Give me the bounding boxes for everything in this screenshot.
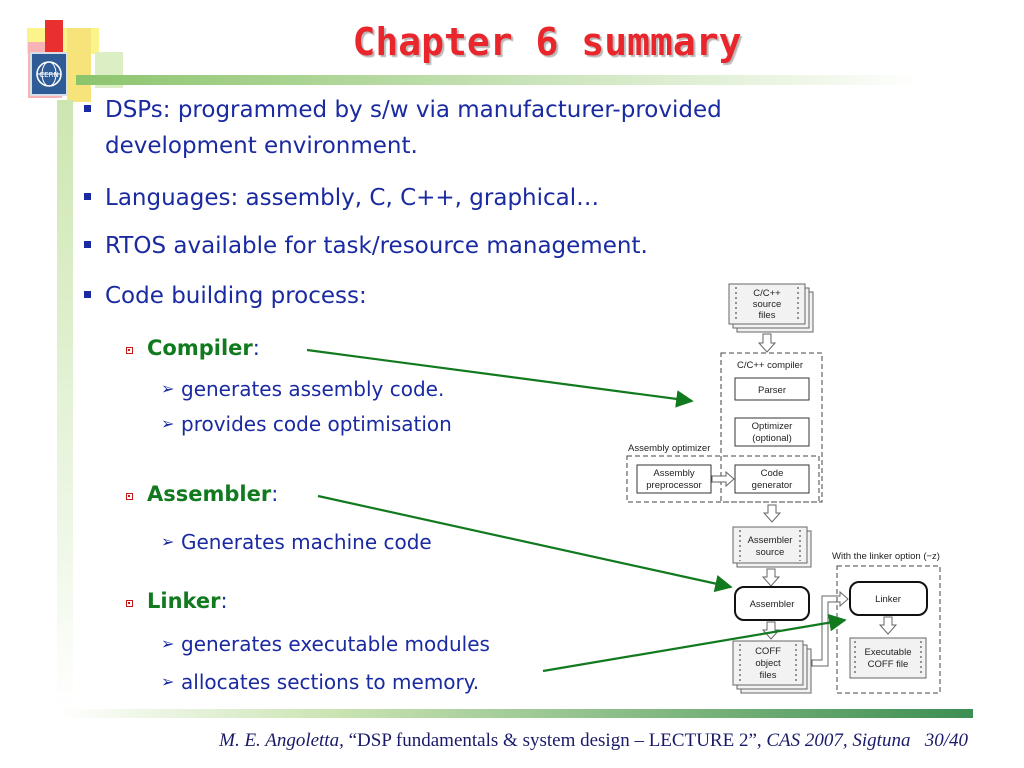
- parser-node: [734, 377, 810, 401]
- assembler-source-node: Assembler source: [732, 526, 812, 568]
- coff-object-label-2: object: [755, 658, 781, 669]
- svg-text:CERN: CERN: [39, 71, 58, 79]
- source-files-line1: C/C++: [753, 288, 781, 299]
- bullet-dsps: DSPs: programmed by s/w via manufacturer…: [84, 92, 722, 164]
- linker-option-label: With the linker option (−z): [832, 551, 940, 562]
- point-text: provides code optimisation: [181, 412, 452, 436]
- linker-keyword: Linker: [147, 589, 221, 613]
- assembler-point-1: ➢ Generates machine code: [161, 529, 432, 555]
- executable-label-1: Executable: [864, 647, 911, 658]
- coff-object-label-1: COFF: [755, 646, 781, 657]
- deco-yellow-square: [67, 28, 91, 102]
- cern-logo-icon: CERN: [30, 52, 68, 96]
- compiler-pointer-arrow: [306, 348, 694, 408]
- assembler-node: [734, 586, 810, 621]
- arrow-bullet-icon: ➢: [161, 414, 175, 433]
- compiler-point-2: ➢ provides code optimisation: [161, 411, 452, 437]
- flow-arrow-icon: [811, 590, 849, 667]
- flow-arrow-icon: [878, 616, 898, 635]
- flow-arrow-icon: [757, 333, 777, 353]
- flow-arrow-icon: [761, 621, 781, 640]
- hollow-square-bullet-icon: [126, 493, 133, 500]
- assembler-source-label-1: Assembler: [748, 535, 793, 546]
- bullet-text: Code building process:: [105, 283, 367, 309]
- sub-bullet-assembler: Assembler:: [126, 480, 279, 508]
- bullet-rtos: RTOS available for task/resource managem…: [84, 228, 648, 264]
- page-title: Chapter 6 summary: [352, 20, 742, 64]
- optimizer-node: [734, 417, 810, 447]
- bullet-text: Languages: assembly, C, C++, graphical…: [105, 185, 600, 211]
- footer-author: M. E. Angoletta,: [219, 730, 344, 751]
- source-files-node: C/C++ source files: [728, 283, 814, 333]
- assembler-keyword: Assembler: [147, 482, 272, 506]
- assembly-preprocessor-label-1: Assembly: [653, 468, 694, 479]
- arrow-bullet-icon: ➢: [161, 634, 175, 653]
- bullet-text: DSPs: programmed by s/w via manufacturer…: [105, 97, 722, 123]
- assembler-pointer-arrow: [317, 494, 733, 593]
- hollow-square-bullet-icon: [126, 600, 133, 607]
- title-underline-bar: [76, 75, 922, 85]
- optimizer-label-2: (optional): [752, 433, 792, 444]
- bullet-code-building: Code building process:: [84, 278, 367, 314]
- sub-bullet-linker: Linker:: [126, 587, 228, 615]
- linker-pointer-arrow: [542, 613, 847, 673]
- compiler-point-1: ➢ generates assembly code.: [161, 376, 445, 402]
- source-files-line2: source: [753, 299, 782, 310]
- point-text: generates assembly code.: [181, 377, 445, 401]
- optimizer-label-1: Optimizer: [752, 421, 793, 432]
- executable-label-2: COFF file: [868, 659, 909, 670]
- bullet-text-continued: development environment.: [105, 133, 418, 159]
- square-bullet-icon: [84, 105, 91, 112]
- coff-object-node: COFF object files: [732, 640, 812, 694]
- coff-object-label-3: files: [760, 670, 777, 681]
- point-text: generates executable modules: [181, 632, 490, 656]
- linker-point-1: ➢ generates executable modules: [161, 631, 490, 657]
- linker-node: [849, 581, 928, 616]
- square-bullet-icon: [84, 291, 91, 298]
- assembly-optimizer-label: Assembly optimizer: [628, 443, 710, 454]
- sub-bullet-compiler: Compiler:: [126, 334, 260, 362]
- deco-red-square: [45, 20, 63, 56]
- assembly-preprocessor-node: [636, 464, 712, 494]
- code-generator-label-2: generator: [752, 480, 793, 491]
- assembler-source-label-2: source: [756, 547, 785, 558]
- assembly-optimizer-group: [626, 455, 820, 503]
- footer-event: CAS 2007, Sigtuna: [766, 730, 911, 751]
- slide-footer: M. E. Angoletta, “DSP fundamentals & sys…: [58, 730, 968, 752]
- compiler-group: [720, 352, 823, 503]
- footer-page-number: 30/40: [924, 730, 968, 751]
- code-generator-label-1: Code: [761, 468, 784, 479]
- arrow-bullet-icon: ➢: [161, 532, 175, 551]
- point-text: Generates machine code: [181, 530, 432, 554]
- footer-divider-bar: [58, 709, 973, 718]
- square-bullet-icon: [84, 193, 91, 200]
- source-files-line3: files: [759, 310, 776, 321]
- linker-point-2: ➢ allocates sections to memory.: [161, 669, 480, 695]
- arrow-bullet-icon: ➢: [161, 672, 175, 691]
- compiler-keyword: Compiler: [147, 336, 253, 360]
- left-accent-bar: [57, 100, 73, 710]
- code-generator-node: [734, 464, 810, 494]
- flow-arrow-icon: [711, 470, 735, 488]
- assembler-colon: :: [271, 482, 279, 506]
- linker-colon: :: [220, 589, 228, 613]
- arrow-bullet-icon: ➢: [161, 379, 175, 398]
- compiler-group-label: C/C++ compiler: [737, 360, 803, 371]
- bullet-text: RTOS available for task/resource managem…: [105, 233, 648, 259]
- square-bullet-icon: [84, 241, 91, 248]
- parser-label: Parser: [758, 385, 786, 396]
- assembler-node-label: Assembler: [750, 599, 795, 610]
- bullet-languages: Languages: assembly, C, C++, graphical…: [84, 180, 600, 216]
- assembly-preprocessor-label-2: preprocessor: [646, 480, 701, 491]
- linker-node-label: Linker: [875, 594, 901, 605]
- compiler-colon: :: [252, 336, 260, 360]
- flow-arrow-icon: [761, 568, 781, 587]
- executable-node: Executable COFF file: [849, 637, 927, 679]
- flow-arrow-icon: [762, 504, 782, 523]
- point-text: allocates sections to memory.: [181, 670, 480, 694]
- footer-lecture: “DSP fundamentals & system design – LECT…: [348, 730, 762, 751]
- hollow-square-bullet-icon: [126, 347, 133, 354]
